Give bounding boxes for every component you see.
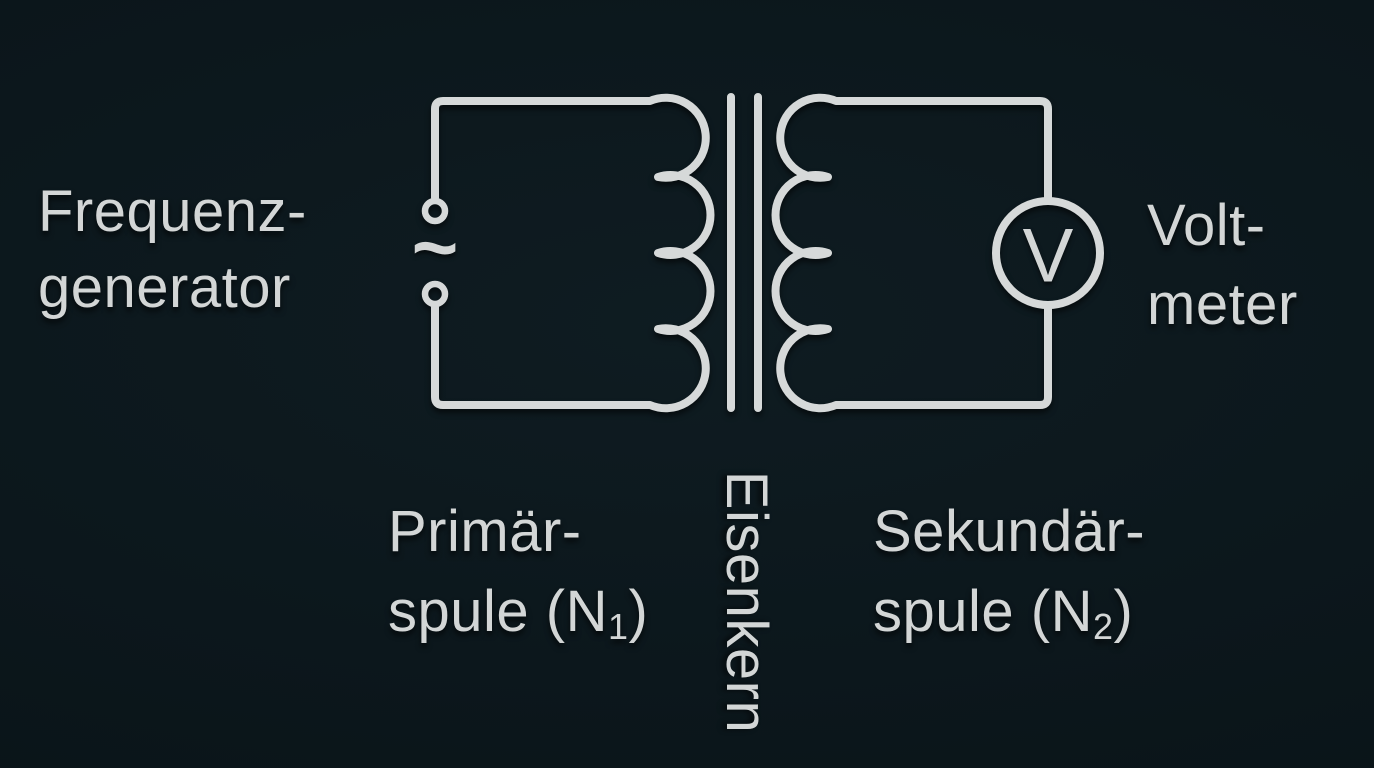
- label-secondary-coil-subscript: 2: [1092, 605, 1114, 647]
- ac-terminal-bottom-icon: [421, 280, 449, 308]
- ac-terminal-top-icon: [421, 197, 449, 225]
- label-secondary-coil: Sekundär- spule (N2): [873, 492, 1145, 652]
- label-secondary-coil-line2-prefix: spule (N: [873, 579, 1093, 644]
- label-secondary-coil-line2: spule (N2): [873, 572, 1145, 652]
- label-primary-coil: Primär- spule (N1): [388, 492, 648, 652]
- ac-source-tilde-icon: ~: [411, 202, 459, 292]
- label-secondary-coil-line1: Sekundär-: [873, 499, 1146, 564]
- label-frequency-generator: Frequenz- generator: [38, 174, 307, 326]
- label-primary-coil-line1: Primär-: [388, 499, 582, 564]
- label-primary-coil-line2-prefix: spule (N: [388, 579, 608, 644]
- iron-core-lines-icon: [727, 93, 762, 412]
- label-primary-coil-line2: spule (N1): [388, 572, 648, 652]
- primary-loop-wire: [431, 93, 715, 413]
- label-frequency-generator-line2: generator: [38, 255, 291, 320]
- label-primary-coil-subscript: 1: [607, 605, 629, 647]
- label-primary-coil-line2-suffix: ): [628, 579, 649, 644]
- label-frequency-generator-line1: Frequenz-: [38, 179, 307, 244]
- voltmeter-v-symbol: V: [1022, 213, 1074, 299]
- label-voltmeter: Volt- meter: [1147, 186, 1298, 344]
- label-voltmeter-line1: Volt-: [1147, 193, 1266, 258]
- label-iron-core: Eisenkern: [714, 470, 779, 734]
- voltmeter-circle-icon: [992, 197, 1104, 309]
- label-voltmeter-line2: meter: [1147, 272, 1298, 337]
- secondary-loop-wire: [771, 93, 1052, 413]
- label-secondary-coil-line2-suffix: ): [1113, 579, 1134, 644]
